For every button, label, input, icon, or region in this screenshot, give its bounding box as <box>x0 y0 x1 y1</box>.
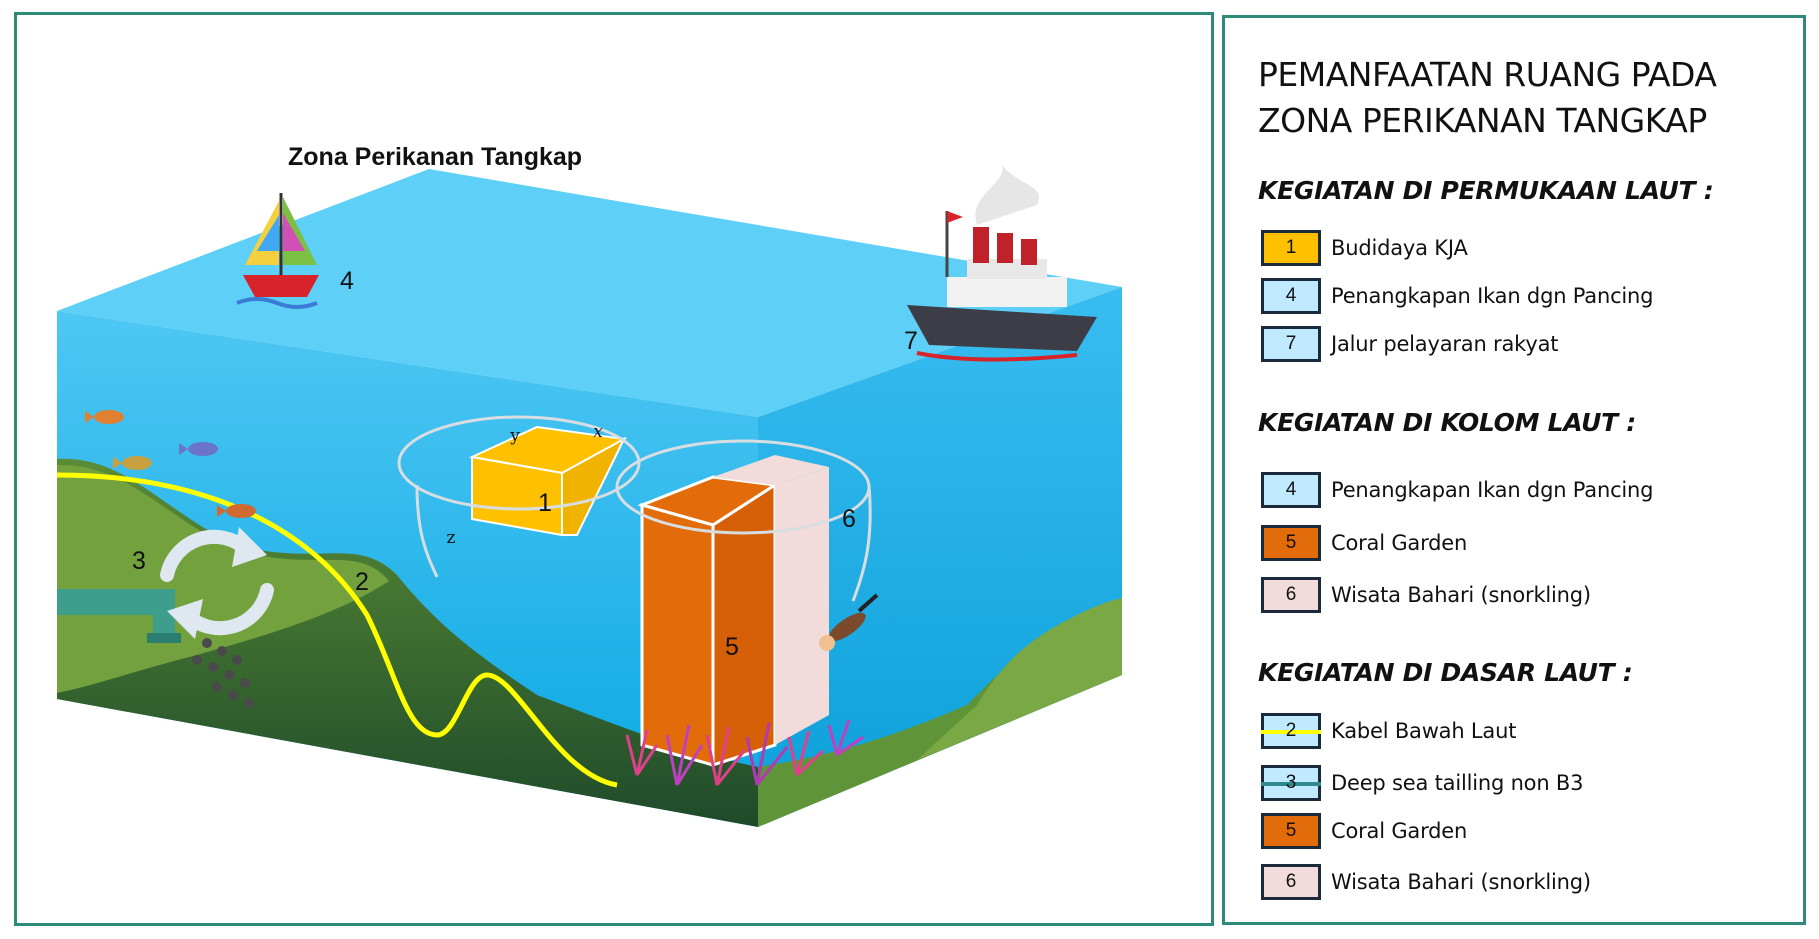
fish-icon <box>217 504 256 518</box>
legend-item: 5 Coral Garden <box>1261 523 1467 563</box>
axis-label-y: y <box>509 426 520 446</box>
kja-z-arrow <box>415 484 439 578</box>
legend-swatch: 5 <box>1261 813 1321 849</box>
legend-item: 4 Penangkapan Ikan dgn Pancing <box>1261 470 1654 510</box>
seabed-front-light <box>57 464 389 693</box>
legend-label: Wisata Bahari (snorkling) <box>1331 870 1591 894</box>
legend-swatch: 2 <box>1261 713 1321 749</box>
legend-swatch: 5 <box>1261 525 1321 561</box>
marker-3: 3 <box>132 547 146 575</box>
legend-label: Jalur pelayaran rakyat <box>1331 332 1559 356</box>
legend-panel: PEMANFAATAN RUANG PADA ZONA PERIKANAN TA… <box>1222 15 1806 925</box>
sailboat-icon <box>236 193 319 309</box>
legend-swatch: 4 <box>1261 278 1321 314</box>
legend-label: Penangkapan Ikan dgn Pancing <box>1331 478 1654 502</box>
legend-swatch: 1 <box>1261 230 1321 266</box>
coral-garden-column <box>637 475 780 768</box>
sea-surface <box>57 169 1122 417</box>
legend-label: Kabel Bawah Laut <box>1331 719 1517 743</box>
zone-title: Zona Perikanan Tangkap <box>288 143 583 171</box>
seabed-side-hill <box>917 598 1122 760</box>
kja-structure <box>468 425 628 537</box>
legend-label: Deep sea tailling non B3 <box>1331 771 1584 795</box>
sea-zone-diagram: 1 2 3 4 5 6 7 y x z <box>56 165 1122 827</box>
legend-swatch: 3 <box>1261 765 1321 801</box>
legend-item: 6 Wisata Bahari (snorkling) <box>1261 862 1591 902</box>
marker-1: 1 <box>538 489 552 517</box>
column-down-arrow <box>851 484 872 602</box>
snorkling-column <box>713 455 829 745</box>
recycle-arrowhead-1 <box>232 527 267 567</box>
legend-label: Budidaya KJA <box>1331 236 1468 260</box>
recycle-arrowhead-2 <box>167 599 203 639</box>
legend-item: 1 Budidaya KJA <box>1261 228 1468 268</box>
legend-swatch: 4 <box>1261 472 1321 508</box>
legend-swatch: 6 <box>1261 864 1321 900</box>
legend-item: 4 Penangkapan Ikan dgn Pancing <box>1261 276 1654 316</box>
kja-rotation-ring <box>397 415 641 511</box>
legend-label: Wisata Bahari (snorkling) <box>1331 583 1591 607</box>
tailing-pipe <box>57 589 181 643</box>
legend-label: Penangkapan Ikan dgn Pancing <box>1331 284 1654 308</box>
marker-4: 4 <box>340 267 354 295</box>
legend-item: 7 Jalur pelayaran rakyat <box>1261 324 1559 364</box>
axis-label-x: x <box>593 422 603 442</box>
marker-6: 6 <box>842 505 856 533</box>
fish-icon <box>179 442 218 456</box>
marker-2: 2 <box>355 568 369 596</box>
snorkeler-icon <box>819 593 879 651</box>
diagram-panel: 1 2 3 4 5 6 7 y x z Zona Perikanan Tangk… <box>14 12 1214 926</box>
coral-reef <box>625 719 864 786</box>
legend-item: 5 Coral Garden <box>1261 811 1467 851</box>
underwater-cable <box>56 472 618 788</box>
legend-item: 6 Wisata Bahari (snorkling) <box>1261 575 1591 615</box>
fish-icon <box>113 456 152 470</box>
legend-swatch: 6 <box>1261 577 1321 613</box>
legend-title: PEMANFAATAN RUANG PADA ZONA PERIKANAN TA… <box>1258 55 1717 140</box>
axis-label-z: z <box>447 528 456 548</box>
tailing-particles <box>192 638 254 708</box>
section-heading-surface: KEGIATAN DI PERMUKAAN LAUT : <box>1258 176 1714 205</box>
legend-swatch: 7 <box>1261 326 1321 362</box>
section-heading-column: KEGIATAN DI KOLOM LAUT : <box>1258 408 1636 437</box>
legend-item: 2 Kabel Bawah Laut <box>1261 711 1516 751</box>
fish-icon <box>85 410 124 424</box>
legend-label: Coral Garden <box>1331 819 1468 843</box>
section-heading-seabed: KEGIATAN DI DASAR LAUT : <box>1258 658 1633 687</box>
legend-label: Coral Garden <box>1331 531 1468 555</box>
ship-icon <box>907 165 1097 362</box>
marker-5: 5 <box>725 633 739 661</box>
legend-item: 3 Deep sea tailling non B3 <box>1261 763 1583 803</box>
marker-7: 7 <box>904 327 918 355</box>
